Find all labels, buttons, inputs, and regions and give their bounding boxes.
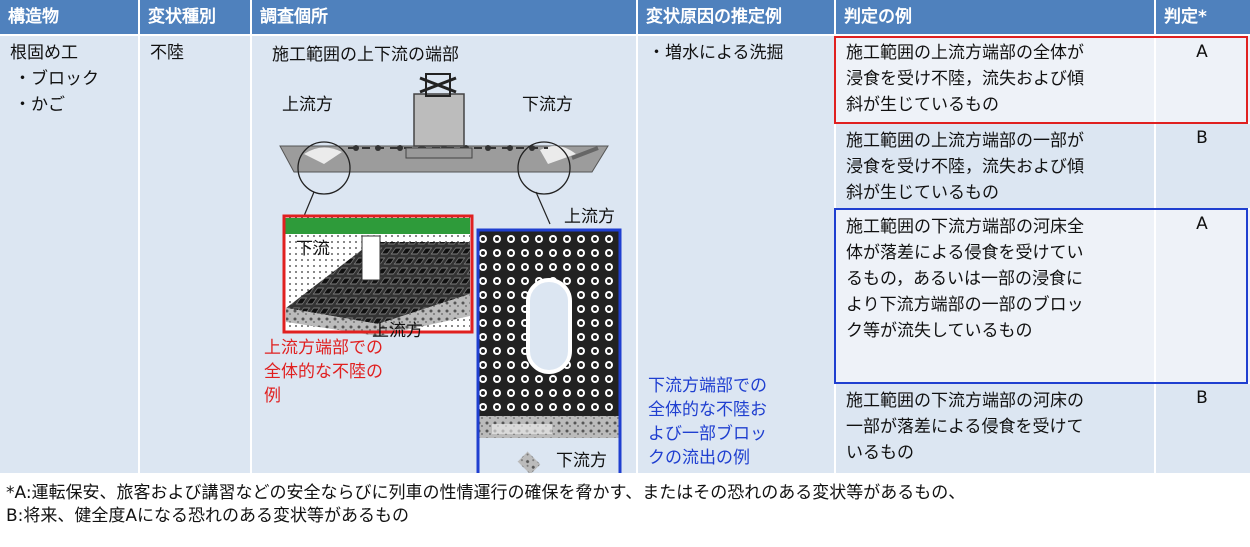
- header-cause: 変状原因の推定例: [638, 0, 834, 34]
- red-highlight-box: [834, 36, 1248, 124]
- judgment-cell-4: [836, 384, 1154, 473]
- deformation-cell: [140, 36, 250, 473]
- grade-cell-2: [1156, 124, 1250, 208]
- grade-cell-3: [1156, 210, 1250, 382]
- riverbed-diagram: [279, 73, 622, 473]
- judgment-cell-2: [836, 124, 1154, 208]
- footnote-line-2: B:将来、健全度Aになる恐れのある変状等があるもの: [6, 506, 410, 526]
- grade-1: A: [1196, 42, 1208, 62]
- left-detail-bottom-label: 上流方: [372, 321, 423, 341]
- header-structure: 構造物: [0, 0, 138, 34]
- judgment-cell-3: [836, 210, 1154, 382]
- structure-cell: [0, 36, 138, 473]
- judgment-cell-1: [836, 36, 1154, 122]
- footnote-line-1: *A:運転保安、旅客および講習などの安全ならびに列車の性情運行の確保を脅かす、ま…: [6, 483, 966, 503]
- location-title: 施工範囲の上下流の端部: [272, 45, 459, 65]
- judgment-text-3: 施工範囲の下流方端部の河床全 体が落差による侵食を受けてい るもの，あるいは一部…: [846, 217, 1084, 341]
- grade-cell-1: [1156, 36, 1250, 122]
- grade-2: B: [1196, 128, 1208, 148]
- judgment-text-2: 施工範囲の上流方端部の一部が 浸食を受け不陸，流失および傾 斜が生じているもの: [846, 131, 1084, 203]
- blue-highlight-box: [834, 208, 1248, 384]
- upstream-label: 上流方: [282, 95, 333, 115]
- cause-cell: [638, 36, 834, 473]
- upstream-right-label: 上流方: [564, 207, 615, 227]
- right-detail-bottom-label: 下流方: [556, 451, 607, 471]
- deformation-type: 不陸: [150, 43, 184, 63]
- structure-item-basket: ・かご: [14, 95, 65, 115]
- judgment-text-1: 施工範囲の上流方端部の全体が 浸食を受け不陸，流失および傾 斜が生じているもの: [846, 43, 1084, 115]
- grade-cell-4: [1156, 384, 1250, 473]
- grade-4: B: [1196, 388, 1208, 408]
- header-deformation-type: 変状種別: [140, 0, 250, 34]
- blue-caption: 下流方端部での 全体的な不陸お よび一部ブロッ クの流出の例: [648, 376, 767, 468]
- cause-text: ・増水による洗掘: [648, 43, 784, 63]
- structure-item-block: ・ブロック: [14, 69, 99, 89]
- grade-3: A: [1196, 214, 1208, 234]
- left-detail-top-label: 下流: [296, 239, 330, 259]
- header-survey-location: 調査個所: [252, 0, 636, 34]
- judgment-text-4: 施工範囲の下流方端部の河床の 一部が落差による侵食を受けて いるもの: [846, 391, 1084, 463]
- downstream-label: 下流方: [522, 95, 573, 115]
- red-caption: 上流方端部での 全体的な不陸の 例: [264, 338, 383, 406]
- header-grade: 判定*: [1156, 0, 1250, 34]
- header-judgment-example: 判定の例: [836, 0, 1154, 34]
- structure-name: 根固め工: [10, 43, 78, 63]
